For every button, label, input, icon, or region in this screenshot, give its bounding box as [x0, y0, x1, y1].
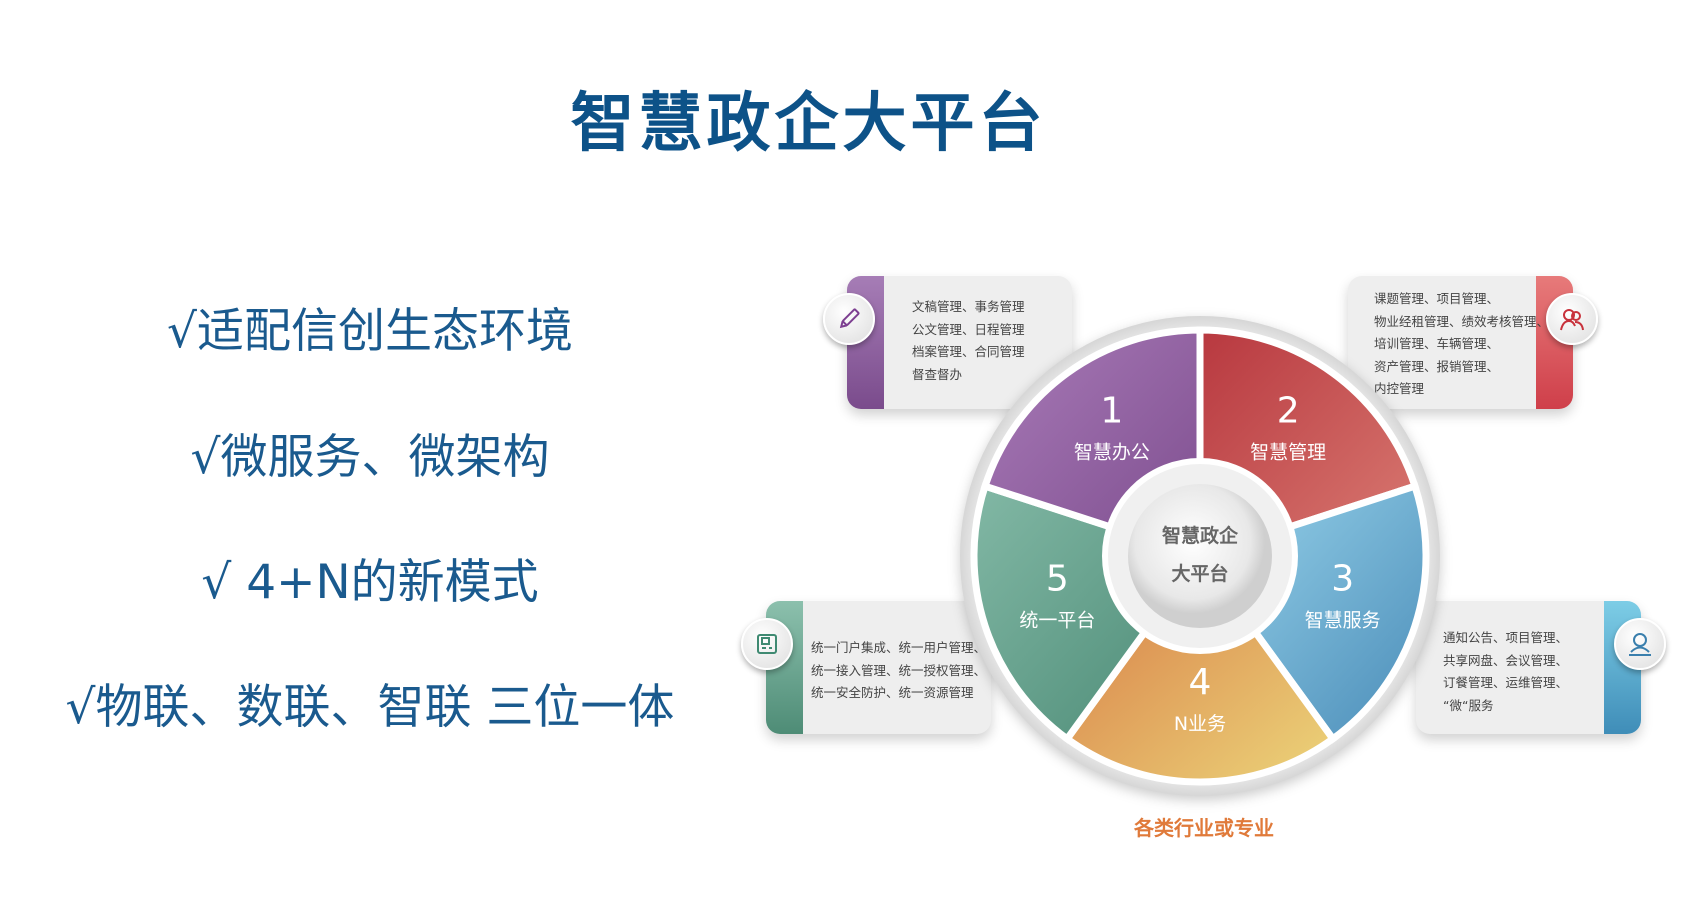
bullet-4n-mode: √ 4+N的新模式	[201, 555, 539, 610]
segment-number: 5	[1046, 558, 1069, 599]
card-management: 课题管理、项目管理、 物业经租管理、绩效考核管理、 培训管理、车辆管理、 资产管…	[1348, 276, 1573, 409]
segment-number: 4	[1189, 662, 1212, 703]
wheel-segment-4	[1062, 550, 1338, 786]
card-office-text: 文稿管理、事务管理 公文管理、日程管理 档案管理、合同管理 督查督办	[912, 299, 1025, 382]
bullet-microservice: √微服务、微架构	[190, 430, 550, 485]
circuit-board-icon	[741, 618, 793, 670]
card-platform-text: 统一门户集成、统一用户管理、 统一接入管理、统一授权管理、 统一安全防护、统一资…	[811, 640, 987, 700]
industry-caption: 各类行业或专业	[1134, 816, 1274, 840]
user-icon	[1614, 618, 1666, 670]
segment-number: 2	[1277, 391, 1300, 432]
card-service-text: 通知公告、项目管理、 共享网盘、会议管理、 订餐管理、运维管理、 “微“服务	[1443, 630, 1569, 713]
users-icon	[1546, 293, 1598, 345]
bullet-three-in-one: √物联、数联、智联 三位一体	[65, 680, 675, 735]
card-service: 通知公告、项目管理、 共享网盘、会议管理、 订餐管理、运维管理、 “微“服务	[1416, 601, 1641, 734]
page-title: 智慧政企大平台	[570, 87, 1047, 161]
center-title-line1: 智慧政企	[1162, 524, 1239, 547]
segment-label: 智慧服务	[1305, 609, 1381, 631]
card-management-text: 课题管理、项目管理、 物业经租管理、绩效考核管理、 培训管理、车辆管理、 资产管…	[1374, 291, 1550, 396]
segment-number: 1	[1100, 391, 1123, 432]
segment-label: 智慧管理	[1250, 442, 1326, 464]
segment-label: N业务	[1174, 713, 1226, 735]
segment-label: 统一平台	[1019, 609, 1095, 631]
bullet-xinchuang: √适配信创生态环境	[167, 304, 573, 359]
pencil-icon	[823, 293, 875, 345]
segment-number: 3	[1331, 558, 1354, 599]
segment-label: 智慧办公	[1074, 442, 1150, 464]
card-platform: 统一门户集成、统一用户管理、 统一接入管理、统一授权管理、 统一安全防护、统一资…	[766, 601, 991, 734]
center-hub	[1128, 484, 1272, 628]
center-title-line2: 大平台	[1171, 562, 1228, 585]
